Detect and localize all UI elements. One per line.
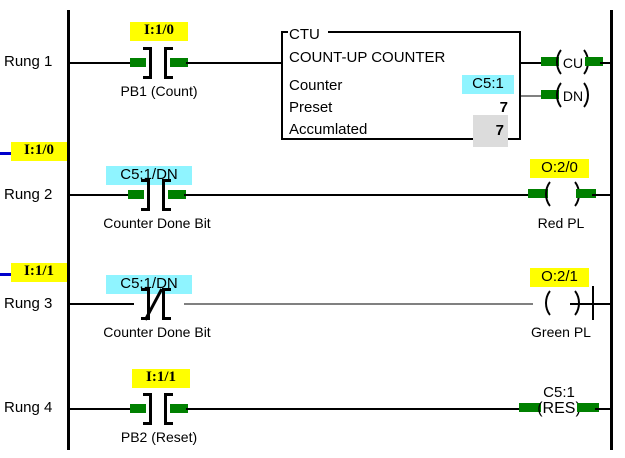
coil-energized-bar-right <box>576 189 596 198</box>
cu-energized-bar-right <box>585 57 603 66</box>
rung-2-contact-description: Counter Done Bit <box>103 215 211 231</box>
ctu-row-preset-value[interactable]: 7 <box>499 99 508 116</box>
rung-2-label: Rung 2 <box>4 186 53 203</box>
rung-3-output-description: Green PL <box>531 324 591 340</box>
rung-4-label: Rung 4 <box>4 399 53 416</box>
rung-2-wire-to-coil <box>184 194 533 196</box>
rung-3-wire-left <box>68 303 134 305</box>
rung-1-wire-left <box>68 62 136 64</box>
rung-1-contact-xic[interactable] <box>130 47 188 79</box>
rung-3-output-tag[interactable]: O:2/1 <box>530 268 589 287</box>
dn-coil-left-arc <box>556 78 582 112</box>
rung-4-wire-res-to-rail <box>595 408 612 410</box>
rung-4-contact-xic[interactable] <box>130 393 188 425</box>
res-coil-label: (RES) <box>537 400 581 417</box>
rung-4-output-tag[interactable]: C5:1 <box>543 384 575 401</box>
coil-energized-bar-left <box>528 189 548 198</box>
rung-2-coil-ote[interactable] <box>528 177 596 211</box>
cu-energized-bar-left <box>541 57 559 66</box>
rung-3-wire-to-coil <box>184 303 533 305</box>
ctu-row-accumulated-label: Accumlated <box>289 121 368 138</box>
contact-bracket-right <box>164 393 173 425</box>
contact-bracket-left <box>143 47 152 79</box>
ctu-accumulated-highlight <box>473 115 508 147</box>
rung-1-label: Rung 1 <box>4 53 53 70</box>
res-energized-bar-right <box>577 403 599 412</box>
rung-2-side-tag[interactable]: I:1/0 <box>11 142 67 161</box>
contact-energized-bar-right <box>170 404 188 413</box>
rung-4-contact-description: PB2 (Reset) <box>120 429 198 445</box>
rung-3-wire-coil-to-rail <box>570 303 612 305</box>
rung-3-label: Rung 3 <box>4 295 53 312</box>
left-power-rail <box>67 10 70 450</box>
ctu-row-accumulated-value[interactable]: 7 <box>495 122 504 139</box>
contact-energized-bar-left <box>130 58 146 67</box>
dn-coil-label: DN <box>562 88 584 104</box>
ctu-block-title: COUNT-UP COUNTER <box>289 49 446 66</box>
right-power-rail <box>610 10 613 450</box>
rung-3-contact-xio[interactable] <box>128 288 184 321</box>
contact-bracket-right <box>162 288 171 320</box>
ctu-row-counter-value[interactable]: C5:1 <box>462 75 514 94</box>
rung-2-wire-coil-to-rail <box>592 194 612 196</box>
rung-4-coil-res[interactable]: (RES) <box>519 391 599 425</box>
rung-1-wire-to-block <box>186 62 281 64</box>
contact-bracket-right <box>162 179 171 211</box>
ctu-row-counter-label: Counter <box>289 77 343 94</box>
rung-3-side-tag[interactable]: I:1/1 <box>11 263 67 282</box>
res-energized-bar-left <box>519 403 541 412</box>
rung-2-wire-left <box>68 194 134 196</box>
contact-bracket-right <box>164 47 173 79</box>
contact-bracket-left <box>141 179 150 211</box>
dn-energized-bar-left <box>541 90 559 99</box>
contact-energized-bar-right <box>168 190 186 199</box>
rung-2-output-description: Red PL <box>537 215 585 231</box>
rung-4-contact-tag[interactable]: I:1/1 <box>132 369 190 388</box>
rung-1-contact-tag[interactable]: I:1/0 <box>130 22 188 41</box>
dn-coil-right-arc <box>563 78 589 112</box>
cu-coil-left-arc <box>556 45 582 79</box>
rung-1-coil-dn[interactable]: DN <box>541 78 591 112</box>
contact-energized-bar-right <box>170 58 188 67</box>
rung-4-wire-to-res <box>186 408 523 410</box>
cu-coil-label: CU <box>562 55 584 71</box>
contact-energized-bar-left <box>128 190 144 199</box>
rung-1-wire-cu-to-rail <box>600 62 612 64</box>
rung-3-contact-description: Counter Done Bit <box>103 324 211 340</box>
rung-1-contact-description: PB1 (Count) <box>120 83 198 99</box>
coil-left-arc <box>545 177 571 211</box>
rung-1-wire-block-to-cu <box>521 62 541 64</box>
contact-bracket-left <box>143 393 152 425</box>
contact-energized-bar-left <box>130 404 146 413</box>
rung-2-contact-xic[interactable] <box>128 179 186 211</box>
rung-2-side-marker-dash <box>0 152 12 155</box>
rung-4-wire-left <box>68 408 134 410</box>
coil-left-arc <box>545 286 571 320</box>
ctu-type-code: CTU <box>289 26 320 43</box>
rung-3-side-marker-dash <box>0 273 12 276</box>
rung-2-output-tag[interactable]: O:2/0 <box>530 159 589 178</box>
rung-1-coil-cu[interactable]: CU <box>541 45 603 79</box>
ctu-title-gap <box>288 27 328 35</box>
rung-3-branch-tick <box>592 286 594 320</box>
rung-1-wire-block-to-dn <box>521 95 541 97</box>
ctu-row-preset-label: Preset <box>289 99 333 116</box>
